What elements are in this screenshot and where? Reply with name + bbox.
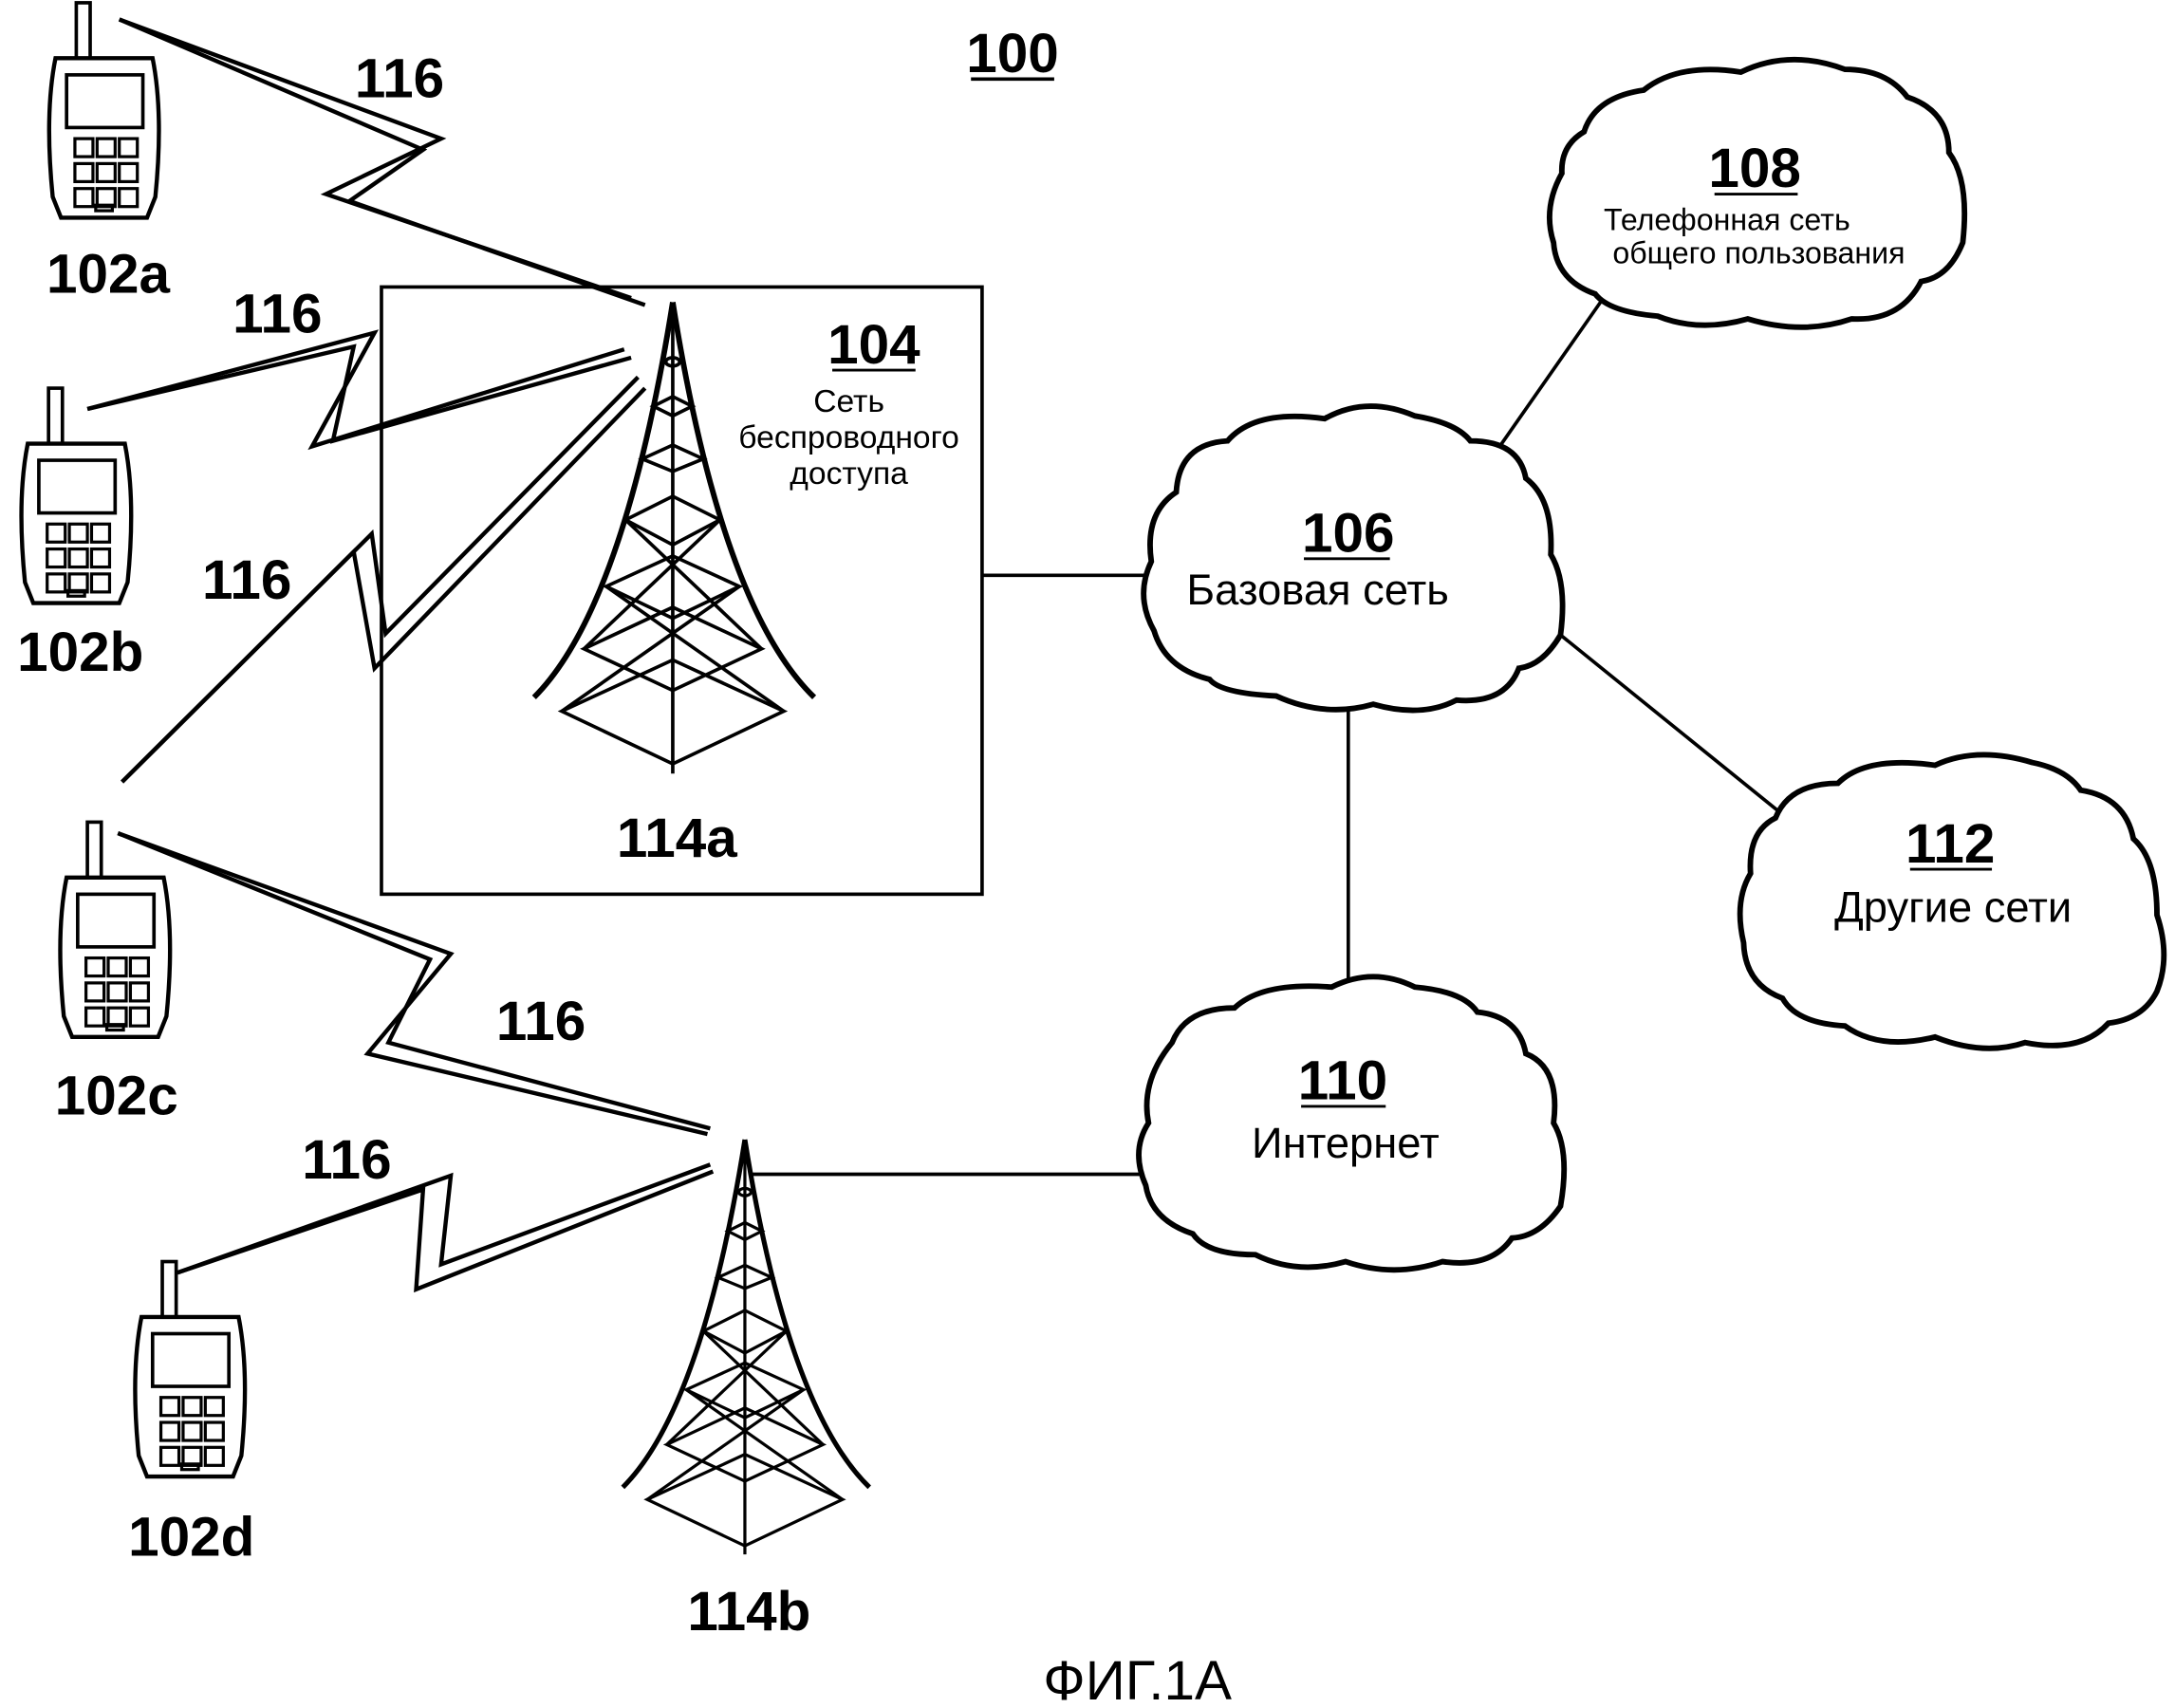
phone-icon-102a (49, 3, 159, 217)
air-link-102b (86, 329, 632, 451)
link-core-other (1559, 633, 1780, 813)
air-link-label-4: 116 (496, 991, 586, 1052)
internet-cloud (1136, 974, 1568, 1273)
phone-icon-102c (60, 822, 170, 1036)
other-networks-cloud (1737, 752, 2167, 1051)
wtru-ref-102b: 102b (17, 622, 143, 683)
wtru-ref-102c: 102c (55, 1066, 178, 1127)
ran-label-line-3: доступа (790, 456, 908, 492)
ran-label-line-1: Сеть (813, 384, 884, 419)
link-core-pstn (1482, 292, 1608, 470)
pstn-label-line-2: общего пользования (1612, 236, 1905, 270)
internet-ref: 110 (1298, 1050, 1387, 1112)
tower-icon-114b (623, 1140, 869, 1554)
air-link-102d (177, 1162, 715, 1293)
base-station-ref-114a: 114a (617, 808, 737, 869)
wtru-ref-102d: 102d (128, 1506, 254, 1568)
phone-icon-102b (22, 388, 132, 603)
core-network-label: Базовая сеть (1186, 566, 1448, 614)
air-link-label-5: 116 (302, 1129, 391, 1191)
other-networks-label: Другие сети (1834, 883, 2072, 932)
air-link-label-2: 116 (232, 284, 322, 345)
ran-label-line-2: беспроводного (738, 420, 959, 455)
core-network-ref: 106 (1302, 503, 1395, 565)
air-link-102c-b (117, 831, 711, 1137)
ran-ref: 104 (827, 314, 920, 376)
phone-icon-102d (135, 1262, 245, 1476)
wtru-ref-102a: 102a (46, 243, 171, 305)
figure-ref: 100 (966, 23, 1059, 84)
air-link-label-1: 116 (355, 47, 444, 109)
figure-caption: ФИГ.1А (1043, 1650, 1232, 1708)
pstn-label-line-1: Телефонная сеть (1604, 203, 1850, 237)
air-link-102c-a (121, 375, 647, 784)
base-station-ref-114b: 114b (687, 1581, 810, 1643)
internet-label: Интернет (1252, 1119, 1440, 1167)
other-networks-ref: 112 (1905, 813, 1995, 875)
ran-box (380, 285, 984, 897)
air-link-102a (118, 17, 646, 307)
air-link-label-3: 116 (202, 549, 291, 611)
pstn-ref: 108 (1708, 138, 1801, 199)
